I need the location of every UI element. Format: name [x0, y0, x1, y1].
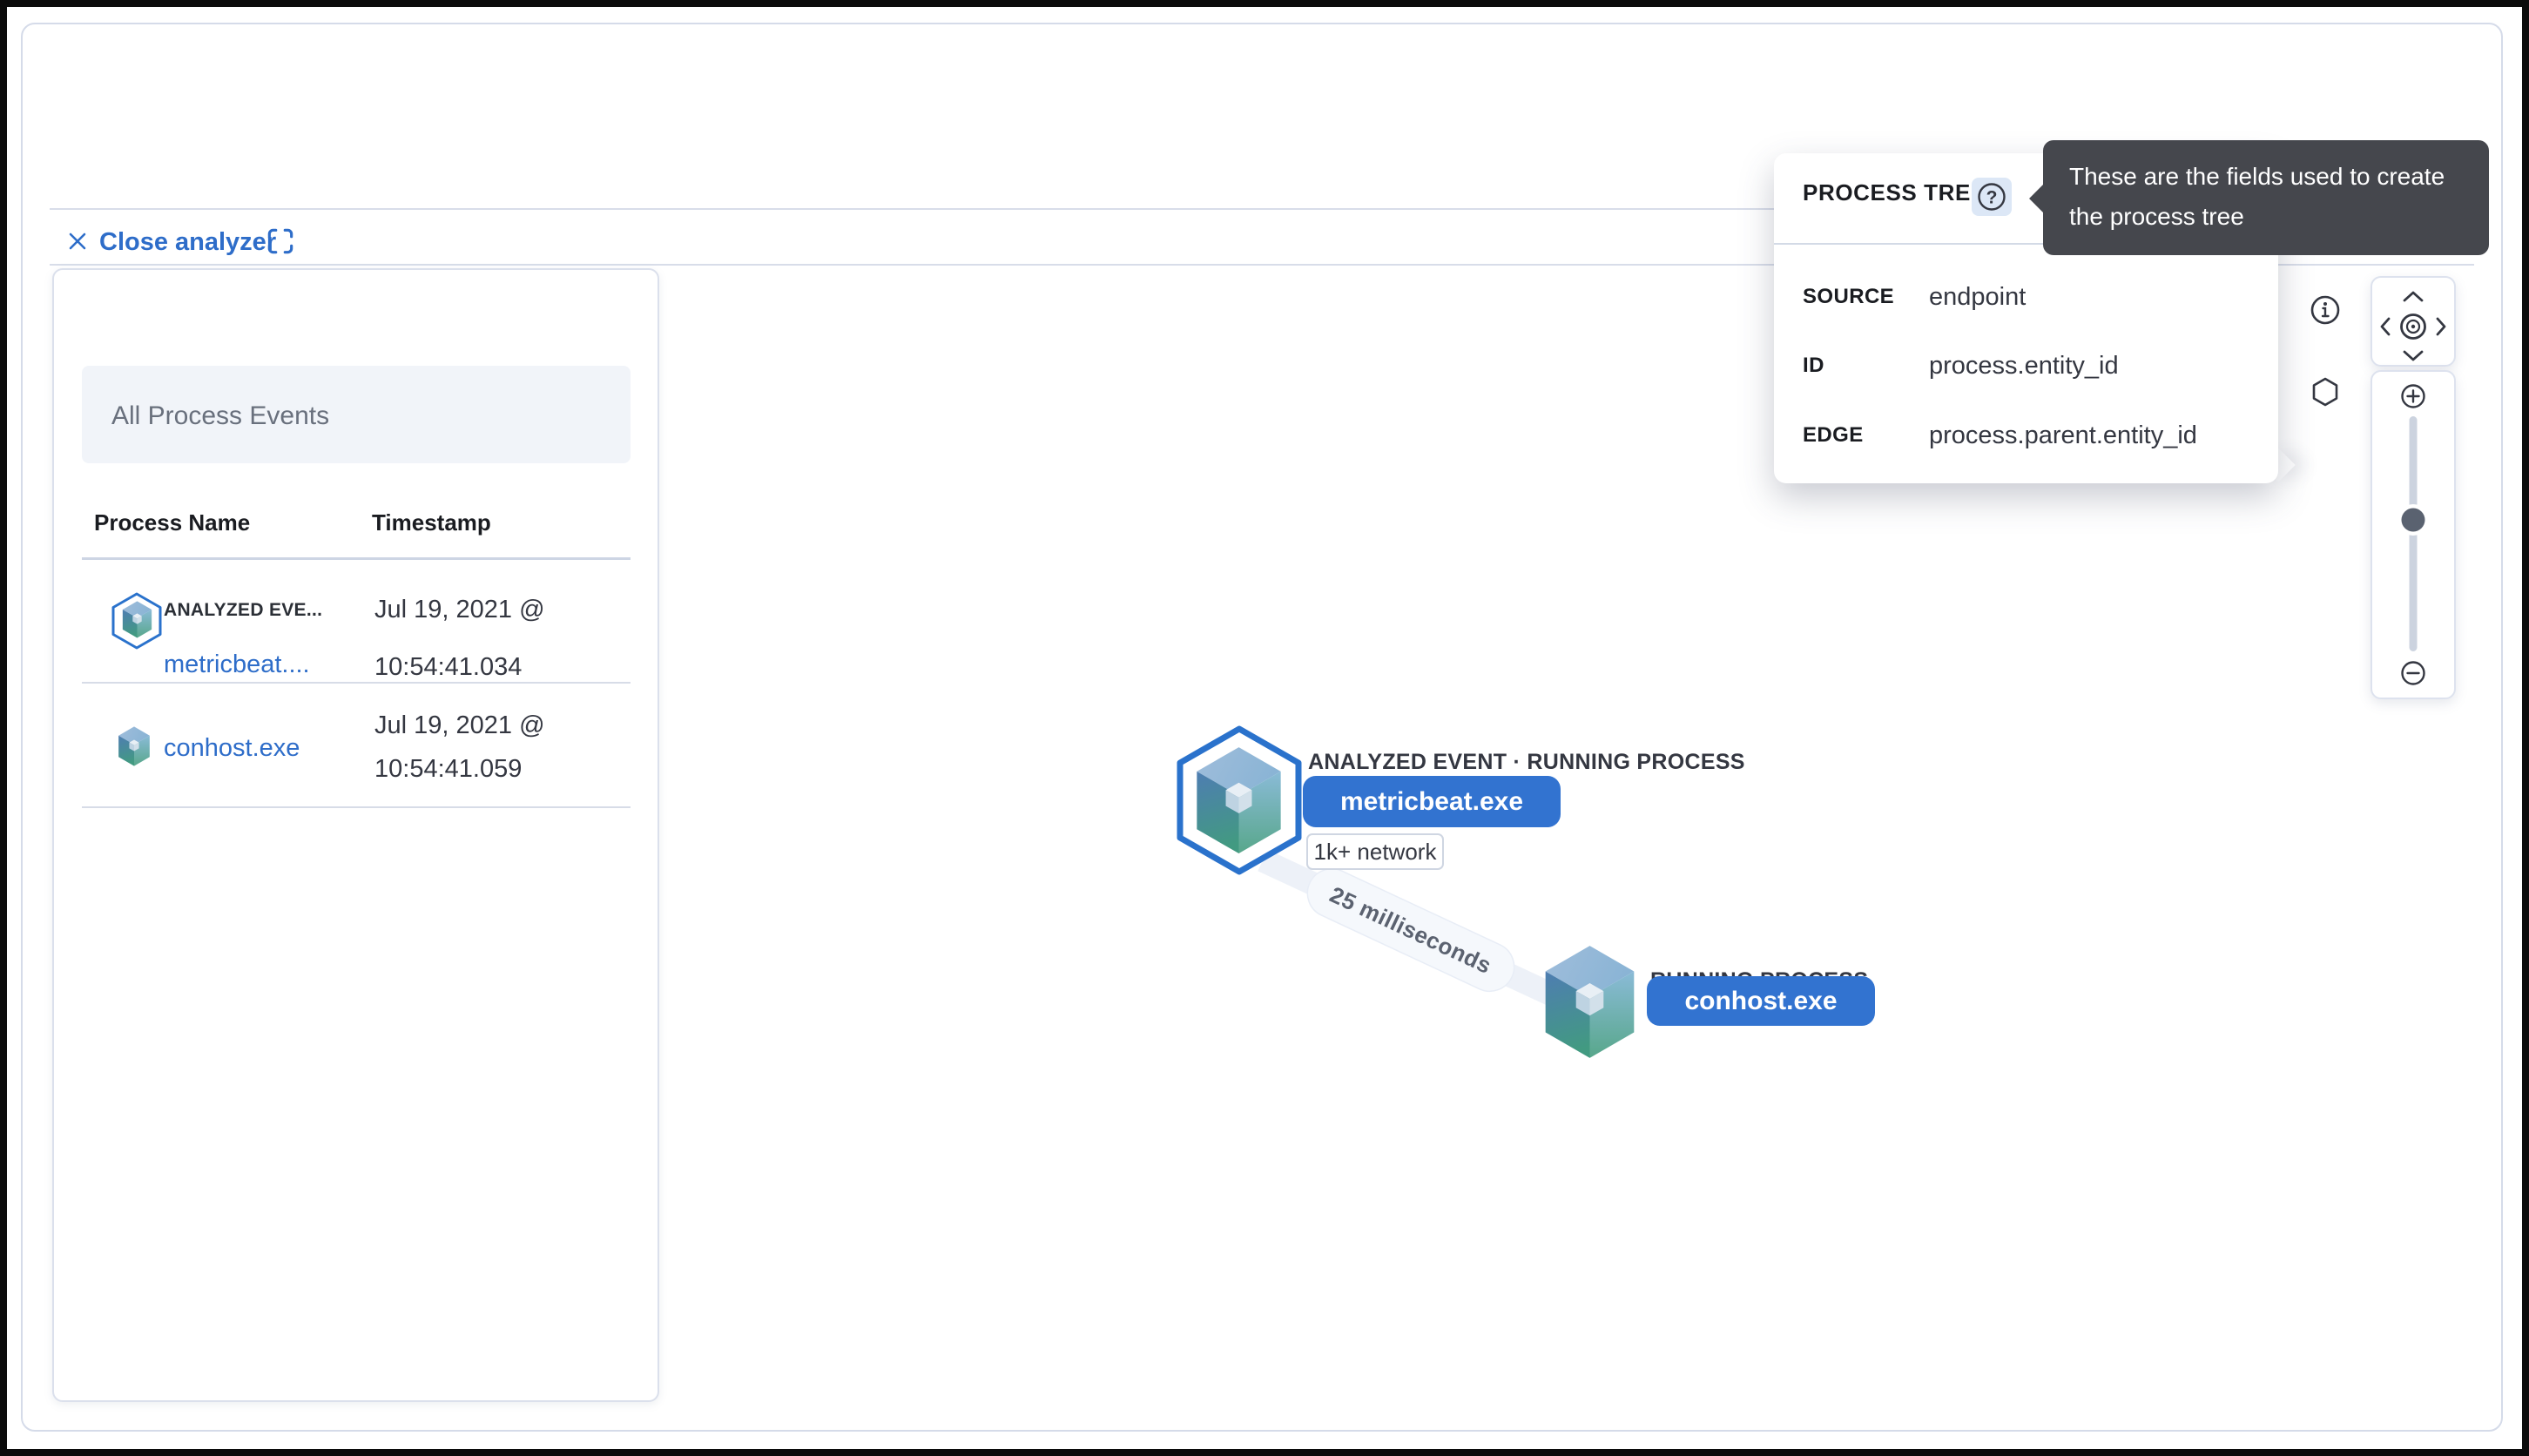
question-in-circle-icon: ? — [1978, 183, 2006, 211]
row-event-tag: ANALYZED EVE... — [164, 600, 323, 620]
running-process-node-icon[interactable] — [1541, 945, 1639, 1059]
field-label-id: ID — [1803, 354, 1824, 377]
zoom-out-icon[interactable] — [2401, 661, 2425, 685]
analyzer-panel — [21, 23, 2503, 1432]
svg-text:?: ? — [1986, 188, 1998, 208]
process-tree-edge: 25 milliseconds — [1258, 849, 1577, 1015]
events-panel-header — [82, 366, 631, 463]
fullscreen-icon[interactable] — [264, 225, 297, 258]
close-analyzer-button[interactable]: Close analyzer — [99, 228, 277, 256]
help-tooltip: These are the fields used to create the … — [2029, 140, 2489, 255]
row-divider — [82, 682, 631, 684]
pan-left-icon[interactable] — [2380, 317, 2391, 336]
pan-right-icon[interactable] — [2436, 317, 2446, 336]
process-link-conhost[interactable]: conhost.exe — [164, 734, 300, 762]
tooltip-text-line1: These are the fields used to create — [2069, 163, 2445, 190]
row-timestamp-line2: 10:54:41.059 — [374, 755, 523, 783]
zoom-controls — [2397, 384, 2429, 685]
node-network-badge[interactable]: 1k+ network — [1306, 833, 1444, 870]
row-timestamp-line2: 10:54:41.034 — [374, 653, 523, 681]
column-header-process-name[interactable]: Process Name — [94, 509, 251, 536]
toolbar-divider — [50, 264, 2474, 266]
row-timestamp-line1: Jul 19, 2021 @ — [374, 596, 545, 624]
pan-up-icon[interactable] — [2403, 291, 2424, 302]
process-cube-icon — [118, 726, 150, 766]
node-category-label: ANALYZED EVENT · RUNNING PROCESS — [1308, 750, 1745, 774]
zoom-in-icon[interactable] — [2401, 384, 2425, 408]
field-label-source: SOURCE — [1803, 285, 1895, 308]
node-button-conhost[interactable]: conhost.exe — [1647, 976, 1875, 1026]
center-target-icon[interactable] — [2400, 313, 2426, 340]
close-icon[interactable] — [66, 230, 89, 253]
tooltip-text-line2: the process tree — [2069, 203, 2244, 230]
process-link-metricbeat[interactable]: metricbeat.... — [164, 650, 310, 678]
popover-divider — [1774, 243, 2278, 245]
analyzed-process-hexagon-cube-icon — [111, 592, 162, 650]
node-button-metricbeat[interactable]: metricbeat.exe — [1303, 776, 1561, 827]
field-label-edge: EDGE — [1803, 423, 1864, 447]
field-value-source: endpoint — [1929, 283, 2027, 311]
analyzed-event-node-icon[interactable] — [1175, 724, 1304, 877]
field-value-id: process.entity_id — [1929, 352, 2119, 380]
table-header-divider — [82, 557, 631, 560]
edge-duration-pill[interactable]: 25 milliseconds — [1299, 861, 1522, 1000]
top-divider — [50, 208, 2474, 210]
help-button[interactable]: ? — [1972, 178, 2012, 216]
pan-down-icon[interactable] — [2403, 350, 2424, 361]
schema-info-icon[interactable] — [2310, 294, 2341, 326]
events-panel-title: All Process Events — [111, 401, 330, 430]
node-legend-hexagon-icon[interactable] — [2312, 377, 2338, 407]
column-header-timestamp[interactable]: Timestamp — [372, 509, 491, 536]
pan-controls — [2380, 291, 2446, 361]
popover-title: PROCESS TREE — [1803, 179, 1986, 206]
row-divider — [82, 806, 631, 808]
row-timestamp-line1: Jul 19, 2021 @ — [374, 711, 545, 739]
edge-duration-label: 25 milliseconds — [1326, 881, 1496, 979]
field-value-edge: process.parent.entity_id — [1929, 421, 2197, 449]
